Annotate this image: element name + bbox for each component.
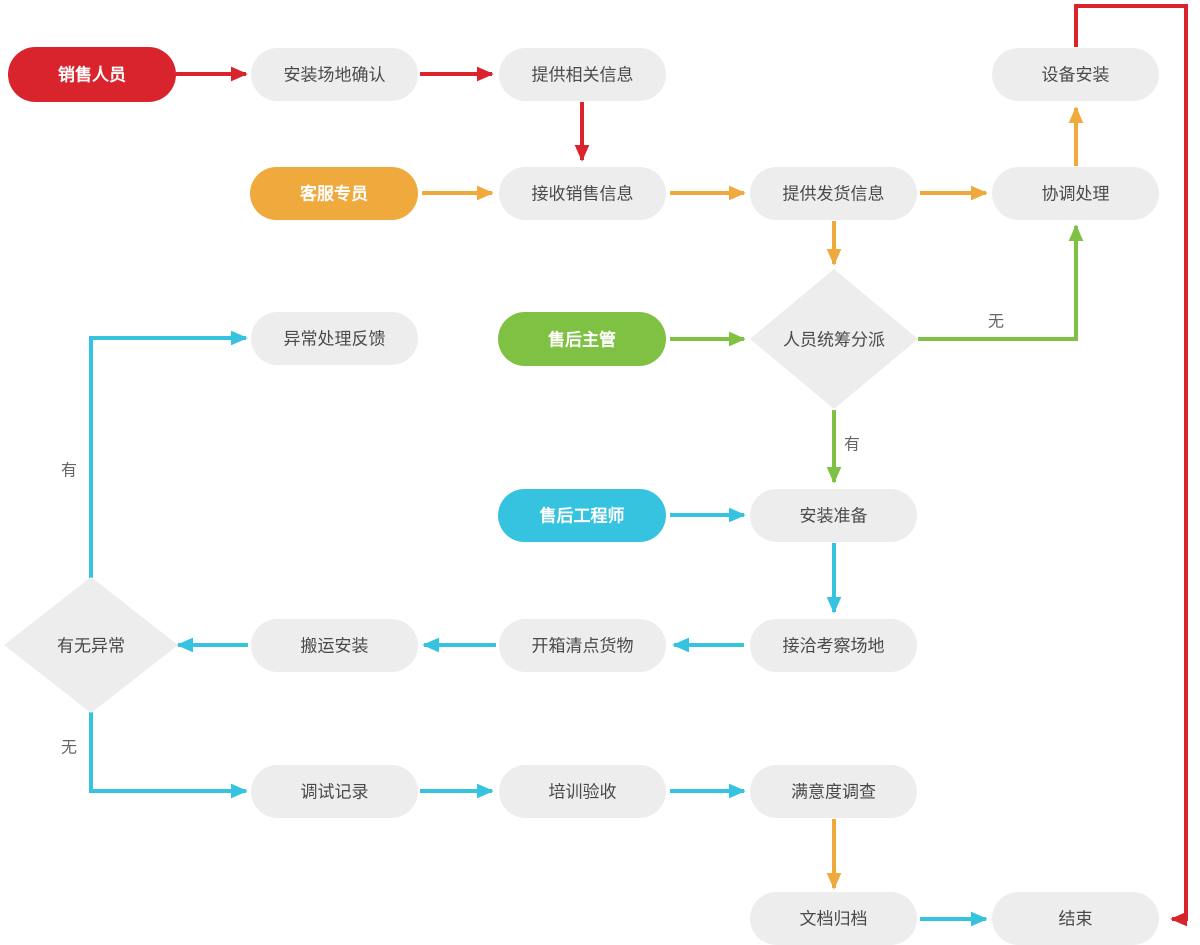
role-engineer-label: 售后工程师	[540, 506, 625, 526]
role-manager-label: 售后主管	[548, 330, 616, 350]
decision-dispatch-label: 人员统筹分派	[783, 331, 885, 350]
node-unpack-check-label: 开箱清点货物	[532, 637, 634, 656]
node-archive[interactable]: 文档归档	[750, 892, 917, 945]
node-archive-shape	[750, 892, 917, 945]
node-archive-label: 文档归档	[800, 910, 868, 929]
node-unpack-check[interactable]: 开箱清点货物	[499, 619, 666, 672]
decision-exception[interactable]: 有无异常	[4, 577, 178, 713]
edge-label-dispatch-yes: 有	[844, 436, 860, 454]
node-survey-site-label: 接洽考察场地	[783, 637, 885, 656]
node-site-confirm-shape	[251, 48, 418, 101]
node-coordinate-shape	[992, 167, 1159, 220]
node-coordinate-label: 协调处理	[1042, 185, 1110, 204]
node-equip-install[interactable]: 设备安装	[992, 48, 1159, 101]
edge-exception-yes-to-feedback	[89, 330, 248, 578]
node-debug-record-shape	[251, 765, 418, 818]
edge-dispatch-none-to-coordinate	[918, 224, 1084, 341]
node-move-install-label: 搬运安装	[301, 637, 369, 656]
node-train-accept-label: 培训验收	[549, 783, 617, 802]
node-survey-site-shape	[750, 619, 917, 672]
node-train-accept[interactable]: 培训验收	[499, 765, 666, 818]
node-install-prep-label: 安装准备	[800, 507, 868, 526]
node-end[interactable]: 结束	[992, 892, 1159, 945]
node-provide-info-label: 提供相关信息	[532, 66, 634, 85]
node-provide-ship[interactable]: 提供发货信息	[750, 167, 917, 220]
node-install-prep[interactable]: 安装准备	[750, 489, 917, 542]
node-debug-record[interactable]: 调试记录	[251, 765, 418, 818]
node-move-install[interactable]: 搬运安装	[251, 619, 418, 672]
edge-label-exception-yes: 有	[61, 462, 77, 480]
node-survey-site[interactable]: 接洽考察场地	[750, 619, 917, 672]
decision-exception-label: 有无异常	[57, 637, 125, 656]
node-end-shape	[992, 892, 1159, 945]
role-manager[interactable]: 售后主管	[498, 312, 666, 366]
node-recv-sales-shape	[499, 167, 666, 220]
node-site-confirm-label: 安装场地确认	[284, 66, 386, 85]
edge-equip-install-to-end-loop	[1074, 4, 1188, 927]
node-provide-ship-shape	[750, 167, 917, 220]
node-exception-feedback-shape	[251, 312, 418, 365]
role-service[interactable]: 客服专员	[250, 167, 418, 220]
node-recv-sales-label: 接收销售信息	[532, 185, 634, 204]
edge-label-dispatch-none: 无	[988, 314, 1004, 331]
node-provide-info-shape	[499, 48, 666, 101]
role-sales-shape	[8, 47, 176, 102]
node-provide-ship-label: 提供发货信息	[783, 185, 885, 204]
edge-label-exception-none: 无	[61, 740, 77, 757]
node-move-install-shape	[251, 619, 418, 672]
node-exception-feedback[interactable]: 异常处理反馈	[251, 312, 418, 365]
node-end-label: 结束	[1059, 910, 1093, 929]
node-debug-record-label: 调试记录	[301, 783, 369, 802]
edge-exception-none-to-debug-record	[89, 712, 248, 799]
node-coordinate[interactable]: 协调处理	[992, 167, 1159, 220]
node-install-prep-shape	[750, 489, 917, 542]
decision-dispatch[interactable]: 人员统筹分派	[750, 269, 918, 409]
decision-dispatch-shape	[750, 269, 918, 409]
role-manager-shape	[498, 312, 666, 366]
role-engineer[interactable]: 售后工程师	[498, 489, 666, 542]
node-provide-info[interactable]: 提供相关信息	[499, 48, 666, 101]
node-exception-feedback-label: 异常处理反馈	[284, 330, 386, 349]
role-service-shape	[250, 167, 418, 220]
node-recv-sales[interactable]: 接收销售信息	[499, 167, 666, 220]
role-sales[interactable]: 销售人员	[8, 47, 176, 102]
role-engineer-shape	[498, 489, 666, 542]
decision-exception-shape	[4, 577, 178, 713]
node-unpack-check-shape	[499, 619, 666, 672]
node-equip-install-shape	[992, 48, 1159, 101]
node-site-confirm[interactable]: 安装场地确认	[251, 48, 418, 101]
node-satisfaction-shape	[750, 765, 917, 818]
connector-layer	[89, 4, 1188, 927]
node-equip-install-label: 设备安装	[1042, 66, 1110, 85]
node-satisfaction[interactable]: 满意度调查	[750, 765, 917, 818]
role-service-label: 客服专员	[299, 184, 368, 204]
node-train-accept-shape	[499, 765, 666, 818]
role-sales-label: 销售人员	[58, 65, 126, 85]
node-satisfaction-label: 满意度调查	[791, 783, 876, 802]
